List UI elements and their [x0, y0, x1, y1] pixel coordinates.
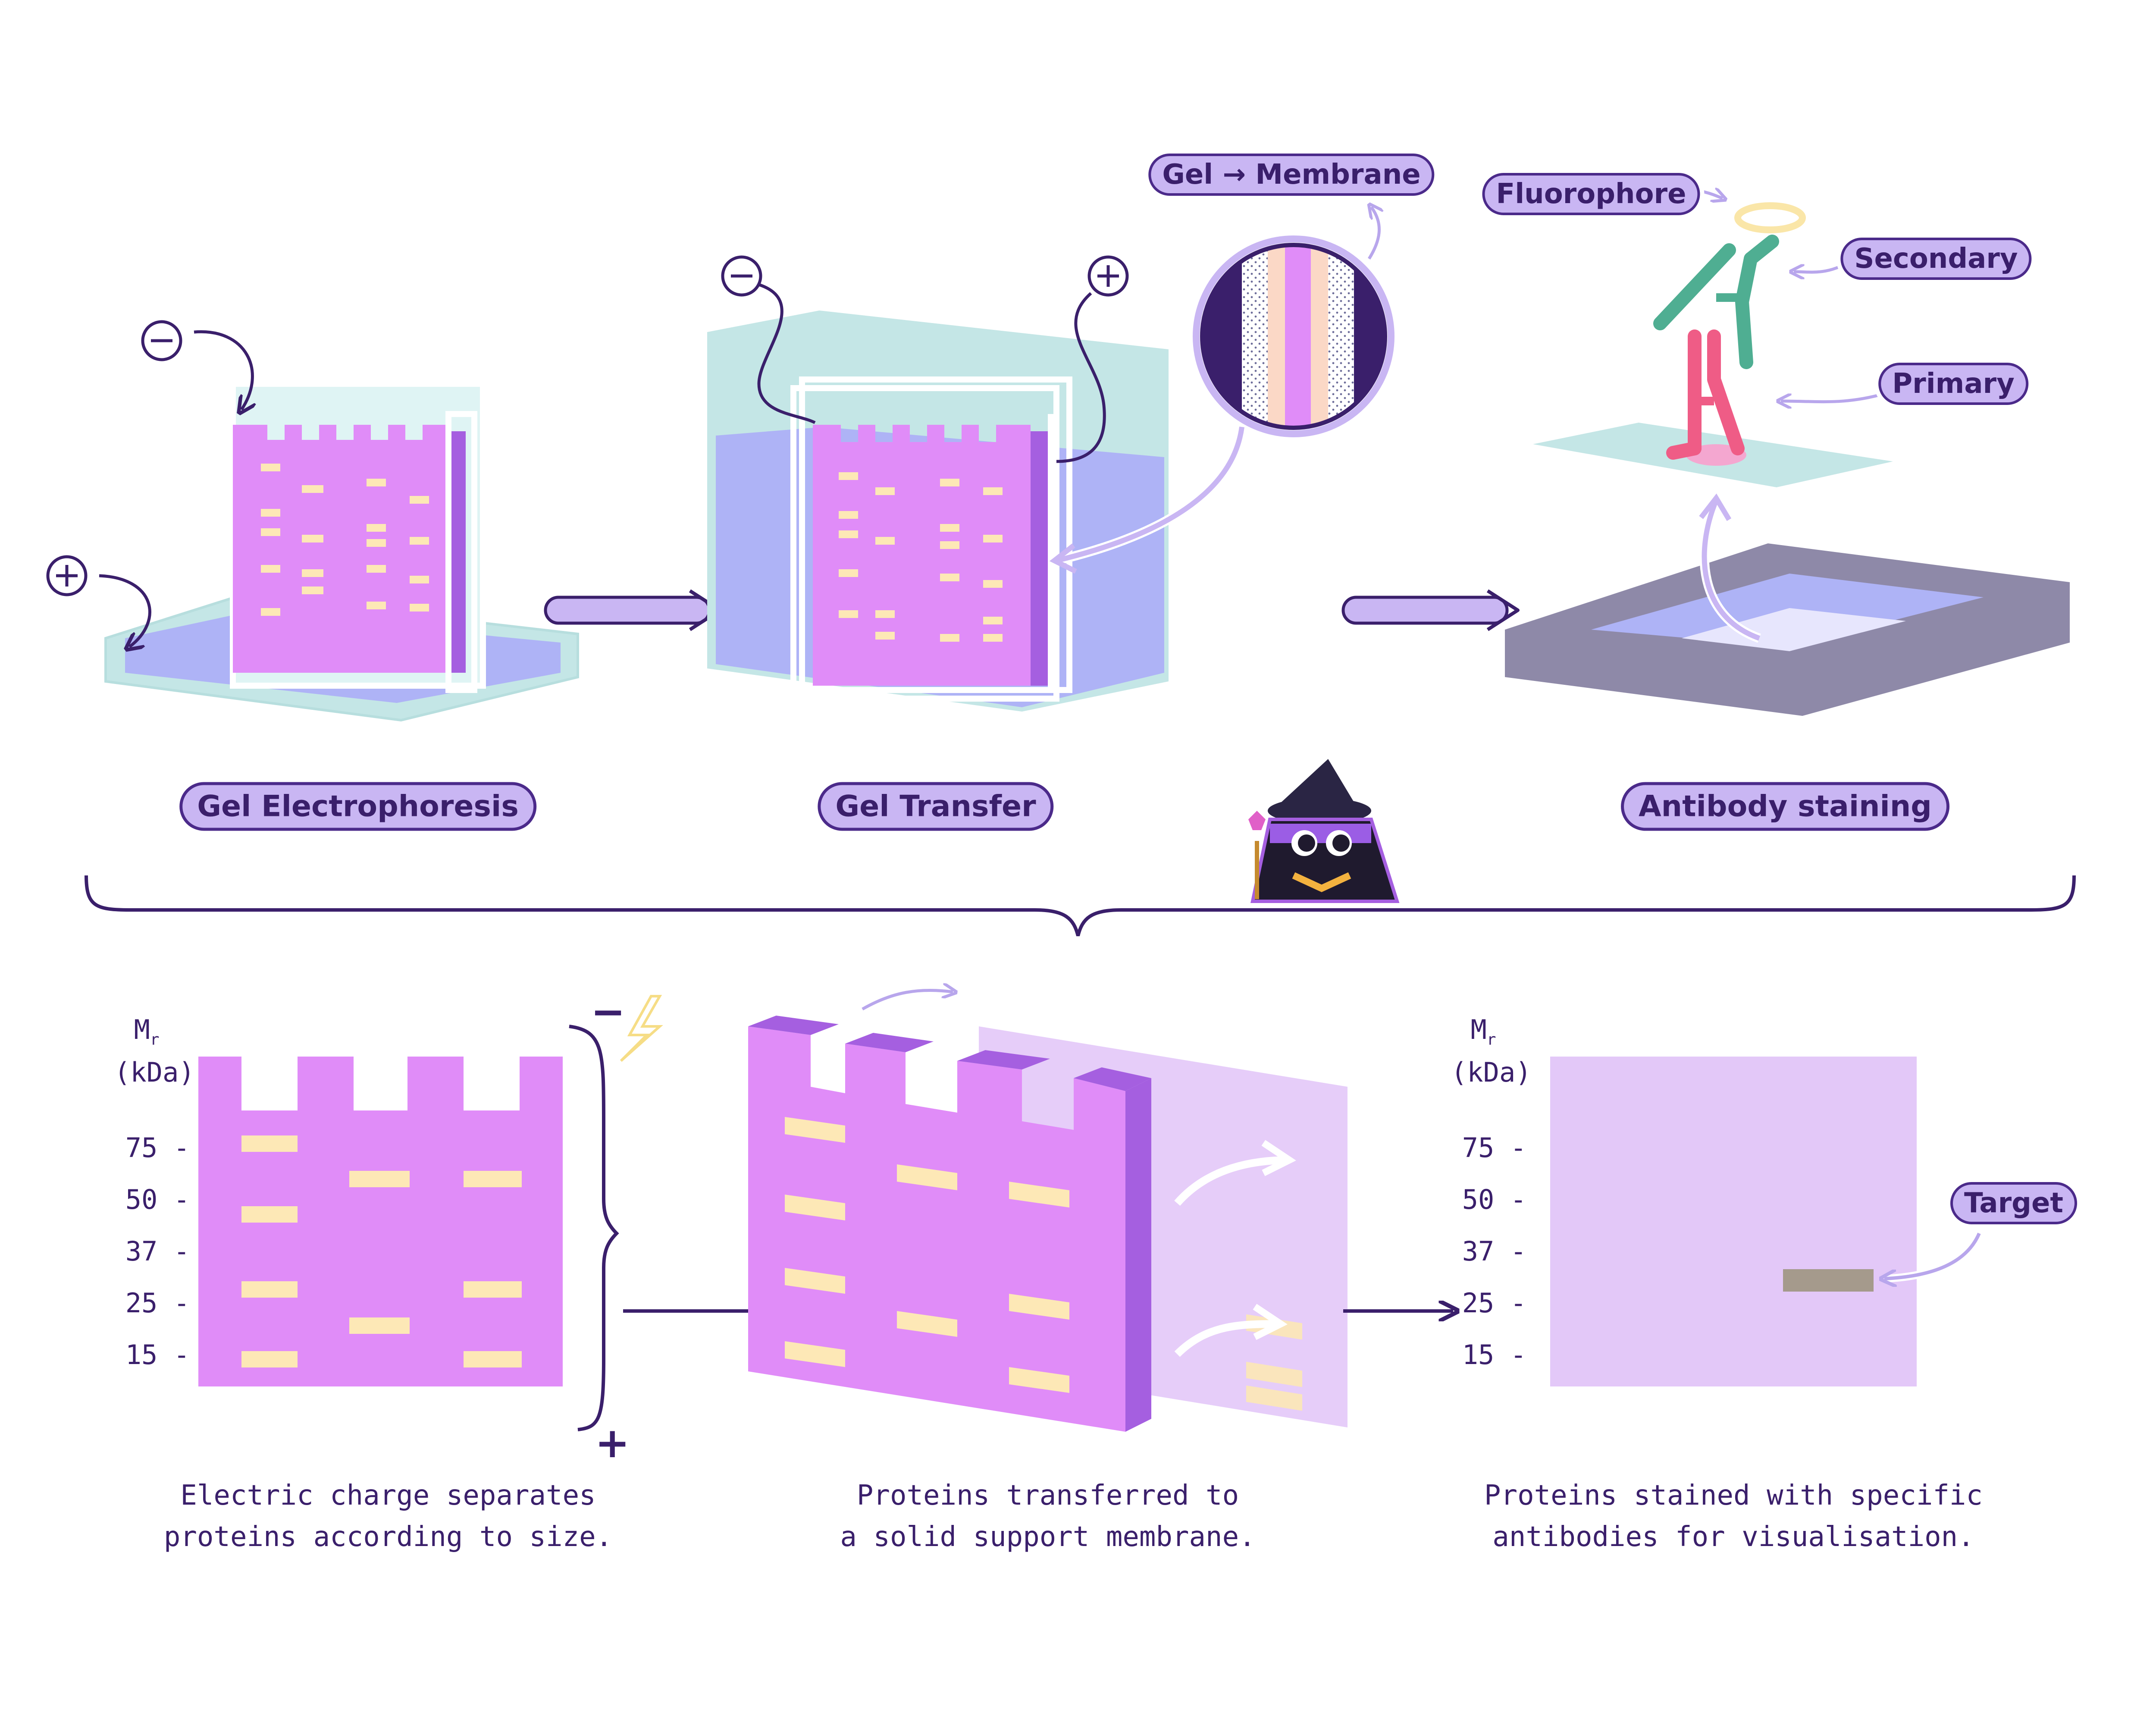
- transfer-cassette-back: [799, 376, 1072, 693]
- caption-line: proteins according to size.: [163, 1521, 613, 1553]
- transfer-positive-wire: [1056, 292, 1106, 463]
- electrophoresis-apparatus: [46, 320, 579, 722]
- negative-sign: −: [591, 988, 626, 1036]
- gel-diagram: [198, 995, 768, 1431]
- electrophoresis-front-plate: [445, 411, 477, 693]
- primary-arrow: [1781, 391, 1890, 402]
- caption-line: Proteins transferred to: [856, 1480, 1239, 1512]
- callout-secondary: Secondary: [1840, 238, 2032, 280]
- caption-electrophoresis: Electric charge separates proteins accor…: [164, 1475, 612, 1558]
- positive-wire: [99, 574, 151, 647]
- blot-gel-top: [748, 1016, 1151, 1091]
- axis-m-sub: r: [1486, 1031, 1496, 1049]
- transfer-arrow-lower: [1174, 1320, 1281, 1357]
- caption-transfer: Proteins transferred to a solid support …: [840, 1475, 1255, 1558]
- axis-tick: 37 -: [1462, 1236, 1526, 1267]
- result-membrane: [1550, 1057, 1917, 1386]
- electrophoresis-gel: [233, 425, 448, 673]
- summary-brace: [85, 875, 2076, 936]
- axis-tick: 15 -: [1462, 1339, 1526, 1371]
- axis-m-sub: r: [150, 1031, 160, 1049]
- caption-line: Proteins stained with specific: [1484, 1480, 1983, 1512]
- caption-line: antibodies for visualisation.: [1492, 1521, 1974, 1553]
- secondary-antibody: [1653, 235, 1779, 369]
- transfer-gel-side: [1031, 431, 1048, 686]
- primary-antibody: [1666, 329, 1745, 460]
- blot-diagram: [748, 990, 1453, 1432]
- negative-wire: [194, 330, 252, 410]
- stage-label-electrophoresis: Gel Electrophoresis: [179, 782, 536, 831]
- axis-tick: 37 -: [125, 1236, 190, 1267]
- axis-tick: 75 -: [1462, 1132, 1526, 1164]
- result-diagram: [1550, 1057, 1983, 1386]
- process-arrow-1: [544, 589, 722, 631]
- caption-staining: Proteins stained with specific antibodie…: [1484, 1475, 1983, 1558]
- callout-fluorophore: Fluorophore: [1482, 173, 1700, 215]
- stage-label-transfer: Gel Transfer: [818, 782, 1054, 831]
- process-arrow-2: [1341, 589, 1520, 631]
- electric-brace: [569, 1025, 619, 1431]
- positive-sign: +: [595, 1419, 630, 1467]
- caption-line: a solid support membrane.: [840, 1521, 1256, 1553]
- blot-gel-bands: [785, 1117, 1069, 1393]
- transfer-arrow-upper: [1174, 1156, 1290, 1206]
- staining-liquid-light: [1682, 608, 1906, 651]
- fluorophore-halo: [1734, 202, 1806, 233]
- transfer-negative-wire: [757, 283, 816, 424]
- target-band: [1783, 1269, 1874, 1292]
- callout-target: Target: [1950, 1182, 2077, 1224]
- gel-bands: [241, 1135, 522, 1367]
- axis-title-right: Mr (kDa): [1451, 1013, 1532, 1089]
- blot-gel-side: [1125, 1078, 1151, 1432]
- axis-tick: 25 -: [1462, 1287, 1526, 1319]
- callout-primary: Primary: [1878, 363, 2028, 405]
- axis-m: M: [134, 1014, 150, 1045]
- axis-tick: 75 -: [125, 1132, 190, 1164]
- electrophoresis-bands: [261, 464, 429, 616]
- axis-tick: 50 -: [125, 1184, 190, 1215]
- zoom-to-label-arrow: [1369, 207, 1379, 260]
- membrane-label-arrow: [862, 990, 953, 1011]
- caption-line: Electric charge separates: [180, 1480, 596, 1512]
- axis-title-left: Mr (kDa): [114, 1013, 195, 1089]
- transfer-apparatus: [707, 255, 1169, 712]
- transfer-gel: [813, 425, 1031, 686]
- callout-gel-membrane: Gel → Membrane: [1148, 154, 1435, 196]
- stage-label-staining: Antibody staining: [1621, 782, 1949, 831]
- axis-tick: 50 -: [1462, 1184, 1526, 1215]
- axis-tick: 15 -: [125, 1339, 190, 1371]
- wizard-mascot: [1248, 759, 1400, 903]
- transfer-bands: [839, 472, 1003, 642]
- staining-apparatus: [1505, 190, 2070, 716]
- transfer-membrane-edge: [1048, 414, 1056, 690]
- axis-tick: 25 -: [125, 1287, 190, 1319]
- axis-m: M: [1470, 1014, 1487, 1045]
- axis-unit: (kDa): [114, 1057, 195, 1088]
- axis-unit: (kDa): [1451, 1057, 1532, 1088]
- zoom-circle: [1049, 207, 1395, 574]
- lightning-icon: [620, 995, 663, 1062]
